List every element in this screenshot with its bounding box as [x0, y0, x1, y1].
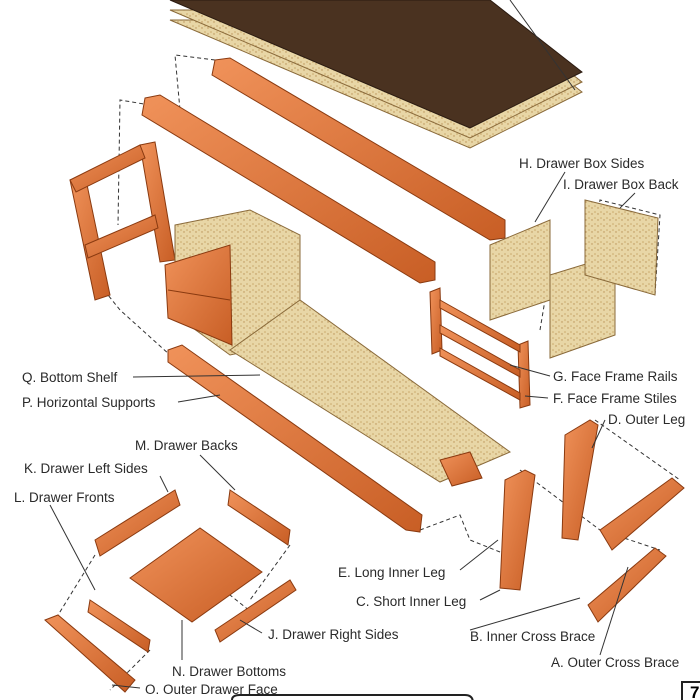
label-horizontal-supports: P. Horizontal Supports — [22, 395, 156, 410]
drawer-cabinet — [164, 209, 301, 356]
drawer-box-panels — [489, 199, 659, 359]
label-drawer-left-sides: K. Drawer Left Sides — [24, 461, 148, 476]
label-drawer-box-back: I. Drawer Box Back — [563, 177, 679, 192]
label-long-inner-leg: E. Long Inner Leg — [338, 565, 446, 580]
top-boards — [169, 0, 583, 149]
left-leg-frame — [69, 141, 176, 301]
label-outer-cross-brace: A. Outer Cross Brace — [551, 655, 680, 670]
leader-lines — [49, 0, 636, 689]
label-bottom-shelf: Q. Bottom Shelf — [22, 370, 118, 385]
label-face-frame-rails: G. Face Frame Rails — [553, 369, 678, 384]
bottom-shelf — [229, 299, 512, 483]
label-outer-drawer-face: O. Outer Drawer Face — [145, 682, 278, 697]
horizontal-support — [167, 344, 423, 533]
page-number: 7 — [681, 681, 700, 700]
footer-tab-outline — [231, 694, 474, 700]
long-rails — [141, 57, 506, 284]
label-drawer-bottoms: N. Drawer Bottoms — [172, 664, 287, 679]
label-outer-leg: D. Outer Leg — [608, 412, 686, 427]
support-block — [439, 451, 483, 487]
legs — [499, 419, 599, 591]
label-drawer-right-sides: J. Drawer Right Sides — [268, 627, 399, 642]
label-inner-cross-brace: B. Inner Cross Brace — [470, 629, 596, 644]
label-short-inner-leg: C. Short Inner Leg — [356, 594, 467, 609]
label-drawer-fronts: L. Drawer Fronts — [14, 490, 115, 505]
cross-braces — [587, 477, 685, 623]
drawer-parts — [44, 489, 297, 693]
label-drawer-box-sides: H. Drawer Box Sides — [519, 156, 645, 171]
label-face-frame-stiles: F. Face Frame Stiles — [553, 391, 677, 406]
label-drawer-backs: M. Drawer Backs — [135, 438, 238, 453]
face-frame — [429, 287, 531, 409]
